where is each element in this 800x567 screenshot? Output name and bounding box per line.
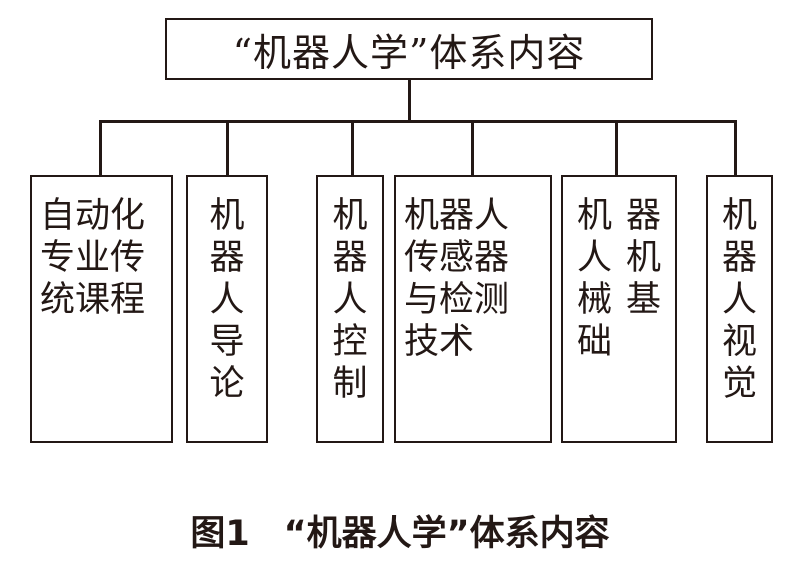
- connector-trunk: [408, 80, 411, 122]
- root-node-label: “机器人学”体系内容: [232, 30, 586, 75]
- node-robotics-intro-char-5: 论: [209, 364, 245, 404]
- root-node: “机器人学”体系内容: [165, 18, 653, 80]
- figure-caption: 图1 “机器人学”体系内容: [0, 505, 800, 556]
- node-robot-sensors: 机器人 传感器 与检测 技术: [394, 175, 552, 443]
- node-robot-vision-char-3: 人: [721, 280, 757, 320]
- node-automation-courses-line-3: 统课程: [40, 280, 146, 320]
- node-robotics-intro-char-1: 机: [209, 196, 245, 236]
- node-robot-mechanics-col1-char-4: 础: [576, 322, 612, 362]
- node-robot-mechanics-col1-char-2: 人: [576, 238, 612, 278]
- node-robot-mechanics-col1-char-1: 机: [576, 196, 612, 236]
- connector-bus: [99, 120, 737, 123]
- node-robotics-intro-char-4: 导: [209, 322, 245, 362]
- connector-drop-6: [734, 120, 737, 176]
- node-robot-vision: 机 器 人 视 觉: [706, 175, 773, 443]
- node-robot-vision-char-5: 觉: [721, 364, 757, 404]
- node-robot-vision-char-1: 机: [721, 196, 757, 236]
- node-robotics-intro: 机 器 人 导 论: [186, 175, 268, 443]
- node-automation-courses-line-1: 自动化: [40, 196, 146, 236]
- node-robot-mechanics-col2-char-1: 器: [626, 196, 662, 236]
- node-robot-control-char-2: 器: [332, 238, 368, 278]
- node-robot-sensors-line-2: 传感器: [404, 238, 510, 278]
- node-robot-mechanics-col2-char-3: 基: [626, 280, 662, 320]
- node-robot-mechanics-col1-char-3: 械: [576, 280, 612, 320]
- node-automation-courses-line-2: 专业传: [40, 238, 146, 278]
- node-robot-mechanics-col2-char-2: 机: [626, 238, 662, 278]
- node-robot-mechanics: 机 人 械 础 器 机 基: [561, 175, 677, 443]
- connector-drop-1: [99, 120, 102, 176]
- node-robot-sensors-line-3: 与检测: [404, 280, 510, 320]
- node-robot-sensors-line-1: 机器人: [404, 196, 510, 236]
- node-robotics-intro-char-3: 人: [209, 280, 245, 320]
- node-robot-control-char-4: 控: [332, 322, 368, 362]
- node-robot-control-char-1: 机: [332, 196, 368, 236]
- connector-drop-3: [351, 120, 354, 176]
- node-robot-vision-char-4: 视: [721, 322, 757, 362]
- figure-title: “机器人学”体系内容: [283, 514, 610, 554]
- node-robot-vision-char-2: 器: [721, 238, 757, 278]
- node-robot-control: 机 器 人 控 制: [316, 175, 384, 443]
- connector-drop-4: [471, 120, 474, 176]
- node-robotics-intro-char-2: 器: [209, 238, 245, 278]
- node-robot-control-char-3: 人: [332, 280, 368, 320]
- connector-drop-5: [615, 120, 618, 176]
- node-robot-sensors-line-4: 技术: [404, 322, 475, 362]
- node-automation-courses: 自动化 专业传 统课程: [30, 175, 173, 443]
- node-robot-control-char-5: 制: [332, 364, 368, 404]
- connector-drop-2: [226, 120, 229, 176]
- figure-number: 图1: [190, 514, 250, 554]
